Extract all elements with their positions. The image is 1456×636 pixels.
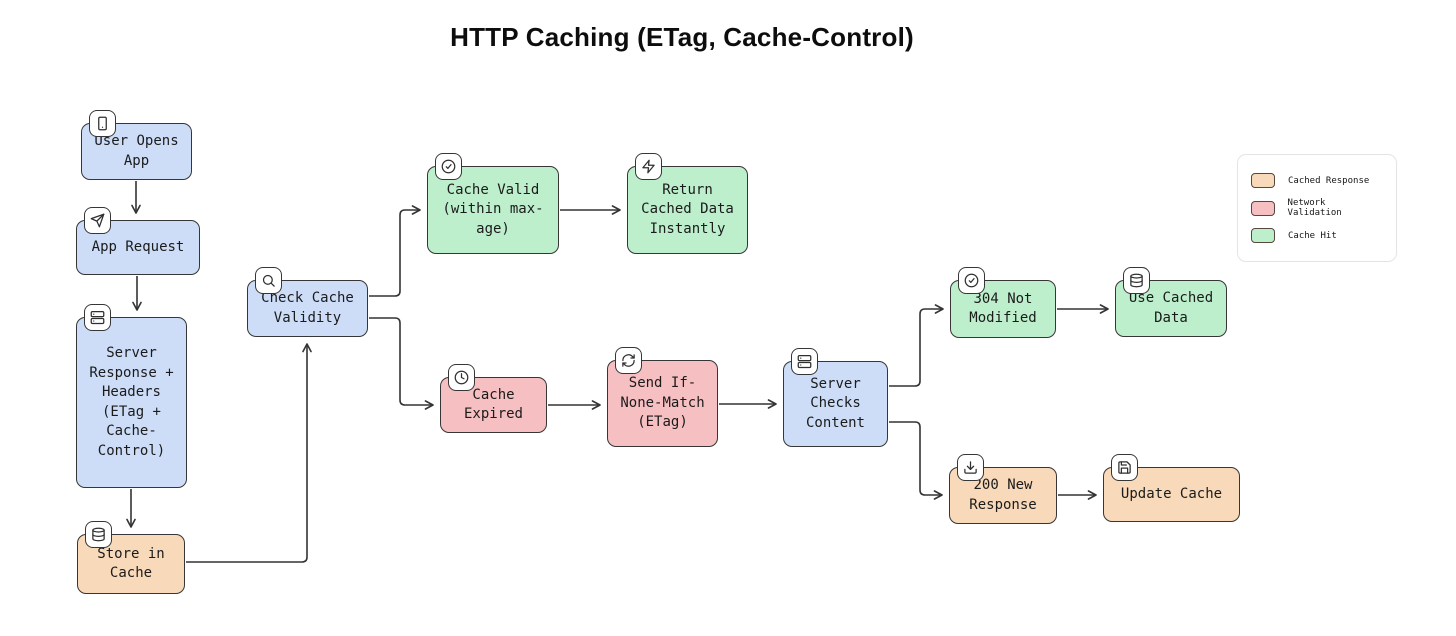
- node-200-new-response: 200 New Response: [949, 454, 1057, 524]
- server-icon: [84, 304, 111, 331]
- smartphone-icon: [89, 110, 116, 137]
- node-label: Cache Valid (within max- age): [442, 181, 544, 237]
- node-label: Check Cache Validity: [261, 290, 354, 326]
- save-icon: [1111, 454, 1138, 481]
- node-label: Store in Cache: [97, 545, 165, 582]
- node-label: Cache Expired: [463, 386, 523, 423]
- node-label: Send If- None-Match (ETag): [620, 375, 705, 431]
- database-icon: [85, 521, 112, 548]
- node-check-cache-validity: Check Cache Validity: [247, 267, 368, 337]
- node-send-if-none-match: Send If- None-Match (ETag): [607, 347, 718, 447]
- node-update-cache: Update Cache: [1103, 454, 1240, 522]
- search-icon: [255, 267, 282, 294]
- node-label: 200 New Response: [969, 477, 1037, 513]
- circle-check-icon: [958, 267, 985, 294]
- legend-label: Network Validation: [1287, 198, 1342, 218]
- legend-swatch: [1251, 200, 1275, 216]
- node-return-cached-data: Return Cached Data Instantly: [627, 153, 748, 254]
- download-icon: [957, 454, 984, 481]
- legend-swatch: [1251, 228, 1275, 243]
- node-label: Use Cached Data: [1128, 290, 1214, 326]
- server-icon: [791, 348, 818, 375]
- node-user-opens-app: User Opens App: [81, 110, 192, 180]
- node-cache-expired: Cache Expired: [440, 364, 547, 433]
- edge-server-checks-content-to-200-new-response: [889, 421, 943, 500]
- page-title: HTTP Caching (ETag, Cache-Control): [450, 22, 914, 52]
- legend-label: Cached Response: [1288, 175, 1370, 186]
- database-icon: [1123, 267, 1150, 294]
- send-icon: [84, 207, 111, 234]
- node-label: Server Checks Content: [805, 375, 865, 431]
- legend-label: Cache Hit: [1288, 230, 1337, 241]
- edge-store-in-cache-to-check-cache-validity: [186, 343, 312, 563]
- node-cache-valid: Cache Valid (within max- age): [427, 153, 559, 254]
- node-label: Return Cached Data Instantly: [641, 181, 734, 237]
- node-label: User Opens App: [94, 133, 179, 169]
- node-304-not-modified: 304 Not Modified: [950, 267, 1056, 338]
- edge-check-cache-validity-to-cache-valid: [369, 205, 421, 297]
- clock-icon: [448, 364, 475, 391]
- legend-item: Cache Hit: [1251, 228, 1383, 243]
- edge-check-cache-validity-to-cache-expired: [369, 317, 434, 410]
- node-label: App Request: [91, 238, 185, 255]
- circle-check-icon: [435, 153, 462, 180]
- zap-icon: [635, 153, 662, 180]
- node-app-request: App Request: [76, 207, 200, 275]
- node-label: 304 Not Modified: [969, 290, 1037, 327]
- edge-server-checks-content-to-304-not-modified: [889, 304, 944, 387]
- node-store-in-cache: Store in Cache: [77, 521, 185, 594]
- node-server-response-headers: Server Response + Headers (ETag + Cache-…: [76, 304, 187, 488]
- legend-swatch: [1251, 173, 1275, 188]
- legend-item: Cached Response: [1251, 173, 1383, 188]
- node-use-cached-data: Use Cached Data: [1115, 267, 1227, 337]
- legend-item: Network Validation: [1251, 198, 1383, 218]
- refresh-icon: [615, 347, 642, 374]
- node-label: Update Cache: [1120, 485, 1223, 502]
- node-label: Server Response + Headers (ETag + Cache-…: [89, 345, 174, 459]
- node-server-checks-content: Server Checks Content: [783, 348, 888, 447]
